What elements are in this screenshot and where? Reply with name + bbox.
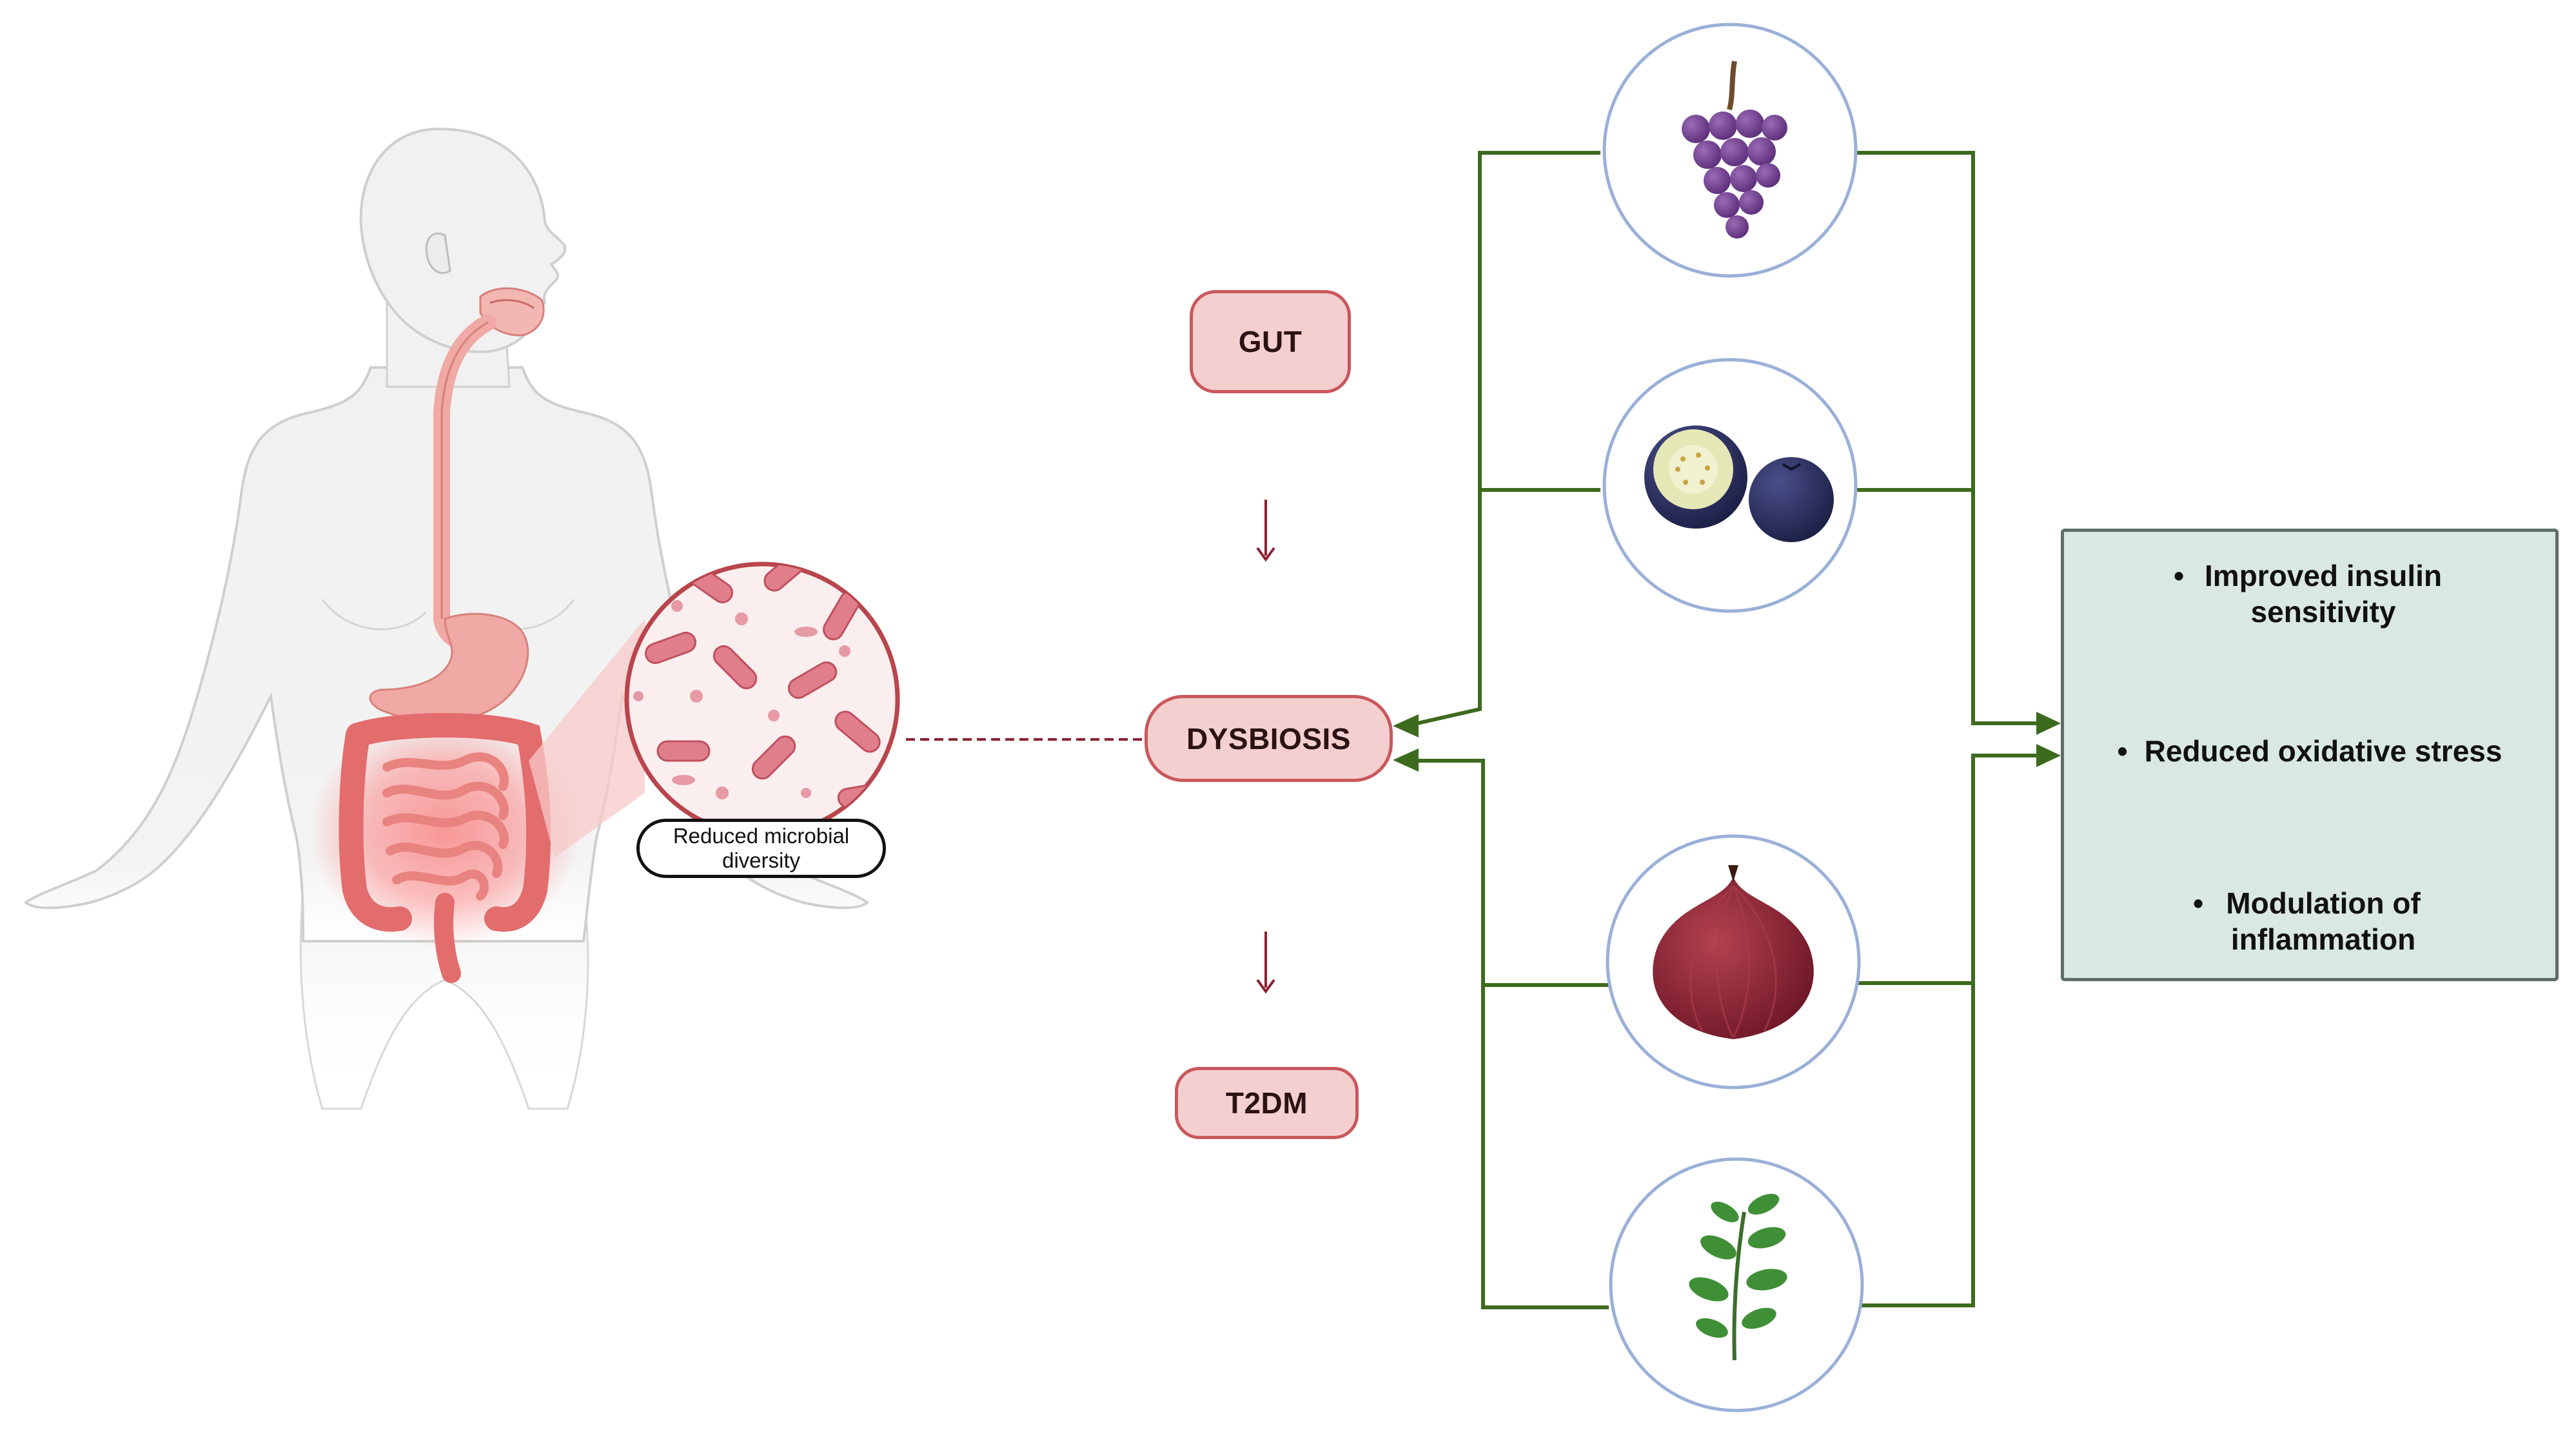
dysbiosis-node: DYSBIOSIS — [1145, 695, 1393, 782]
microbial-diversity-text: Reduced microbial diversity — [673, 824, 850, 872]
t2dm-label: T2DM — [1225, 1086, 1308, 1120]
t2dm-node: T2DM — [1175, 1067, 1359, 1139]
herb-sprig-icon — [1689, 1193, 1787, 1361]
arrowheads-outcomes — [2036, 712, 2061, 767]
arrowheads-dysbiosis — [1393, 714, 1419, 772]
bullet-icon: • — [2192, 886, 2204, 920]
outcome-item: • Reduced oxidative stress — [2064, 733, 2555, 769]
human-body-illustration — [23, 127, 900, 1110]
herb-circle — [1609, 1157, 1864, 1412]
magnifier-wedge — [529, 619, 645, 857]
dysbiosis-label: DYSBIOSIS — [1186, 721, 1351, 756]
red-onion-icon — [1653, 865, 1814, 1039]
rectum — [434, 893, 461, 983]
blueberries-icon — [1644, 425, 1834, 542]
grapes-circle — [1602, 23, 1858, 278]
gut-node: GUT — [1190, 290, 1351, 393]
outcome-item: • Improved insulin sensitivity — [2064, 558, 2555, 630]
ear — [425, 232, 451, 275]
small-intestine — [382, 752, 509, 901]
microbial-diversity-callout: Reduced microbial diversity — [636, 819, 886, 878]
grapes-icon — [1682, 110, 1787, 239]
outcomes-panel: • Improved insulin sensitivity • Reduced o… — [2061, 529, 2559, 981]
outcome-text: Reduced oxidative stress — [2144, 734, 2502, 768]
outcome-text: Modulation of inflammation — [2226, 886, 2421, 956]
blueberries-circle — [1602, 358, 1858, 613]
gut-label: GUT — [1238, 325, 1303, 358]
outcome-item: • Modulation of inflammation — [2064, 885, 2555, 957]
bullet-icon: • — [2117, 734, 2128, 768]
onion-circle — [1606, 834, 1861, 1089]
gut-to-dysbiosis-arrow — [1256, 500, 1275, 562]
bullet-icon: • — [2173, 559, 2185, 592]
outcome-text: Improved insulin sensitivity — [2205, 559, 2443, 629]
food-bracket-left — [1408, 151, 1609, 1309]
inflammation-glow — [310, 716, 580, 948]
dysbiosis-to-t2dm-arrow — [1256, 932, 1275, 994]
food-bracket-right — [1851, 151, 2041, 1307]
